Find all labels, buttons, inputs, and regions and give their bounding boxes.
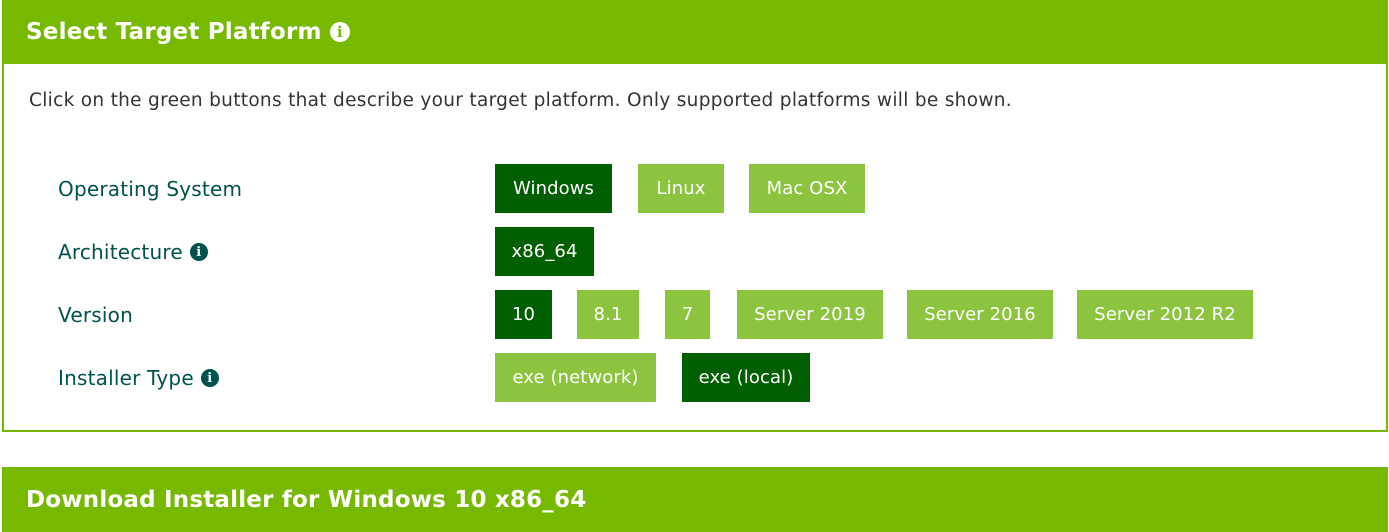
installer-label: Installer Type i: [58, 353, 219, 403]
installer-option-exe-local[interactable]: exe (local): [682, 353, 810, 402]
installer-option-exe-network[interactable]: exe (network): [495, 353, 656, 402]
info-icon[interactable]: i: [200, 369, 219, 387]
arch-option-x86-64[interactable]: x86_64: [495, 227, 594, 276]
arch-label: Architecture i: [58, 227, 208, 277]
target-platform-panel: Select Target Platform i Click on the gr…: [2, 0, 1388, 432]
os-option-windows[interactable]: Windows: [495, 164, 612, 213]
download-title: Download Installer for Windows 10 x86_64: [26, 486, 587, 513]
version-option-server-2012-r2[interactable]: Server 2012 R2: [1077, 290, 1253, 339]
installer-label-text: Installer Type: [58, 366, 194, 390]
download-installer-header[interactable]: Download Installer for Windows 10 x86_64: [2, 467, 1388, 532]
version-option-7[interactable]: 7: [665, 290, 710, 339]
panel-title: Select Target Platform: [26, 19, 322, 45]
panel-header: Select Target Platform i: [2, 0, 1388, 64]
arch-label-text: Architecture: [58, 240, 183, 264]
version-row: Version 10 8.1 7 Server 2019 Server 2016…: [4, 290, 1386, 340]
version-label-text: Version: [58, 303, 133, 327]
info-icon[interactable]: i: [329, 22, 350, 42]
version-option-10[interactable]: 10: [495, 290, 552, 339]
os-row: Operating System Windows Linux Mac OSX: [4, 164, 1386, 214]
version-option-server-2019[interactable]: Server 2019: [737, 290, 883, 339]
arch-row: Architecture i x86_64: [4, 227, 1386, 277]
os-option-linux[interactable]: Linux: [638, 164, 724, 213]
version-option-server-2016[interactable]: Server 2016: [907, 290, 1053, 339]
version-label: Version: [58, 290, 133, 340]
installer-row: Installer Type i exe (network) exe (loca…: [4, 353, 1386, 403]
version-option-8-1[interactable]: 8.1: [577, 290, 639, 339]
os-label: Operating System: [58, 164, 242, 214]
os-option-macosx[interactable]: Mac OSX: [749, 164, 865, 213]
os-label-text: Operating System: [58, 177, 243, 201]
info-icon[interactable]: i: [189, 243, 208, 261]
instructions-text: Click on the green buttons that describe…: [29, 90, 1012, 111]
